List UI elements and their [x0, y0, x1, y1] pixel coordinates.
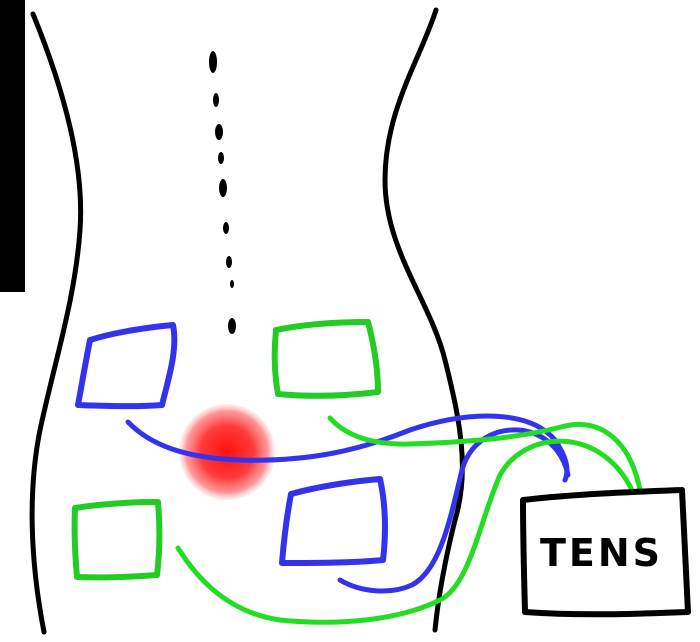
- electrode-pad-upper-right: [275, 322, 378, 396]
- electrode-pad-upper-left: [78, 325, 174, 406]
- spine-dashes-icon: [209, 51, 236, 334]
- left-edge-bar: [0, 0, 25, 292]
- electrode-pad-lower-left: [75, 502, 160, 577]
- electrode-pad-lower-right: [282, 479, 385, 563]
- torso-right-outline: [385, 10, 462, 630]
- pain-spot-icon: [179, 404, 275, 500]
- tens-unit-label: TENS: [540, 531, 663, 575]
- channel-a-wire-lower: [340, 430, 568, 591]
